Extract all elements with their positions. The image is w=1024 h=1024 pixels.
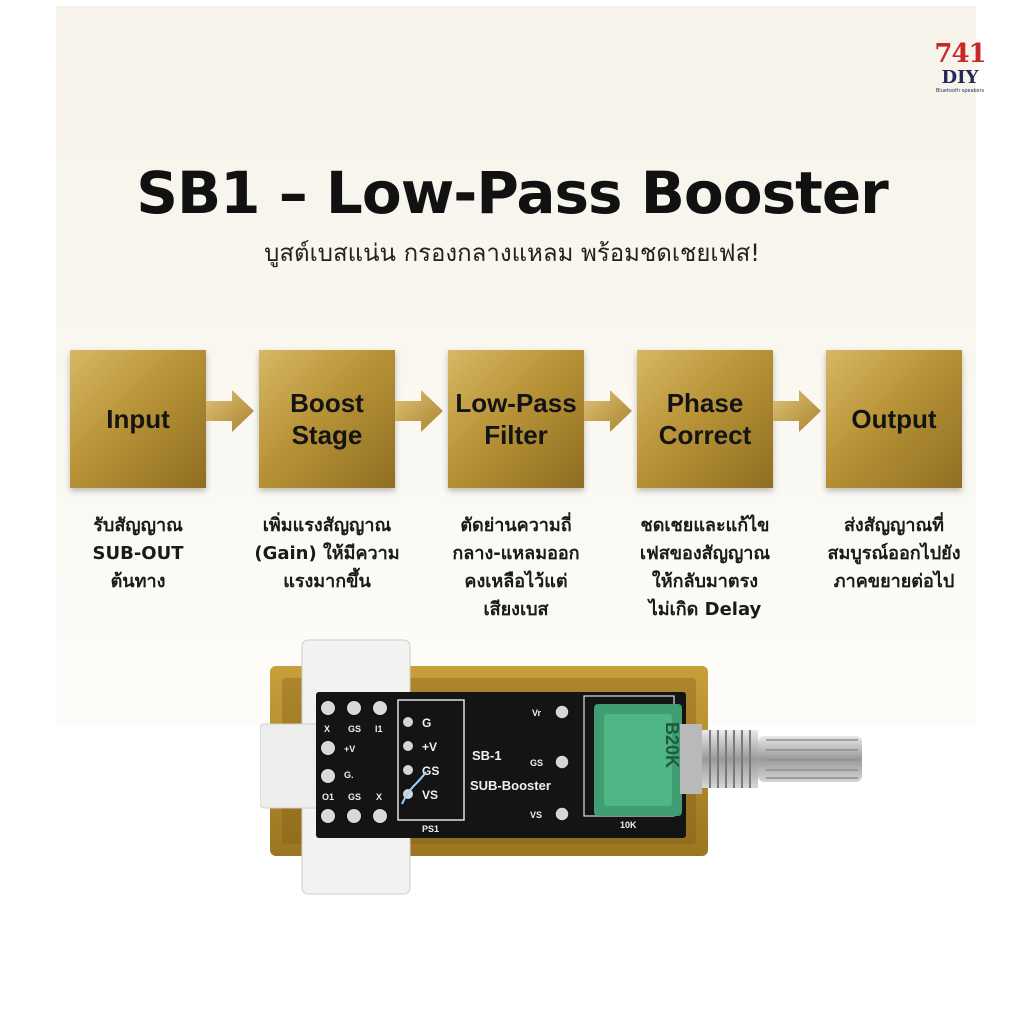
jumper-block — [397, 699, 465, 821]
brand-logo: 741 DIY Bluetooth speakers — [928, 40, 992, 100]
arrow-right-icon — [584, 390, 632, 432]
stage-description-input: รับสัญญาณ SUB-OUT ต้นทาง — [92, 515, 184, 592]
pin-label: I1 — [375, 724, 383, 734]
pin-label: X — [324, 724, 330, 734]
pin-headers — [319, 699, 389, 825]
stage-low-pass: Low-Pass Filter — [448, 350, 584, 488]
product-board-illustration: X GS I1 +V G. O1 GS X G +V GS VS PS1 SB-… — [260, 639, 862, 895]
stage-boost: Boost Stage — [259, 350, 395, 488]
logo-tagline: Bluetooth speakers — [935, 88, 985, 94]
arrow-right-icon — [206, 390, 254, 432]
jumper-label: GS — [422, 764, 439, 778]
stage-input: Input — [70, 350, 206, 488]
stage-label: Boost Stage — [290, 388, 364, 450]
stage-label: Output — [851, 404, 937, 434]
stage-description-phase: ชดเชยและแก้ไข เฟสของสัญญาณ ให้กลับมาตรง … — [639, 515, 771, 620]
pot-marking: B20K — [662, 722, 682, 768]
pin-label: O1 — [322, 792, 334, 802]
pin-label: G. — [344, 770, 354, 780]
stage-label: Phase Correct — [658, 388, 752, 450]
jumper-id: PS1 — [422, 824, 439, 834]
pin-label: X — [376, 792, 382, 802]
stage-phase: Phase Correct — [637, 350, 773, 488]
arrow-right-icon — [773, 390, 821, 432]
pot-pin-label: VS — [530, 810, 542, 820]
stage-output: Output — [826, 350, 962, 488]
pot-pin-label: GS — [530, 758, 543, 768]
stage-label: Input — [106, 404, 170, 434]
page-title: SB1 – Low-Pass Booster — [136, 159, 889, 227]
jumper-label: G — [422, 716, 431, 730]
board-subname: SUB-Booster — [470, 778, 551, 793]
page-subtitle: บูสต์เบสแน่น กรองกลางแหลม พร้อมชดเชยเฟส! — [264, 239, 760, 267]
logo-name: DIY — [941, 67, 979, 88]
pot-value-label: 10K — [620, 820, 637, 830]
pot-pin-label: Vr — [532, 708, 542, 718]
pot-shaft — [758, 736, 862, 782]
pin-label: GS — [348, 792, 361, 802]
logo-number: 741 — [934, 39, 986, 69]
jumper-label: +V — [422, 740, 437, 754]
jumper-label: VS — [422, 788, 438, 802]
board-name: SB-1 — [472, 748, 502, 763]
stage-description-output: ส่งสัญญาณที่ สมบูรณ์ออกไปยัง ภาคขยายต่อไ… — [827, 515, 961, 592]
arrow-right-icon — [395, 390, 443, 432]
stage-label: Low-Pass Filter — [455, 388, 577, 450]
pcb — [316, 692, 686, 838]
pin-label: +V — [344, 744, 355, 754]
stage-description-low-pass: ตัดย่านความถี่ กลาง-แหลมออก คงเหลือไว้แต… — [452, 515, 580, 620]
pot-bushing — [680, 724, 702, 794]
pin-label: GS — [348, 724, 361, 734]
stage-description-boost: เพิ่มแรงสัญญาณ (Gain) ให้มีความ แรงมากขึ… — [254, 515, 400, 592]
